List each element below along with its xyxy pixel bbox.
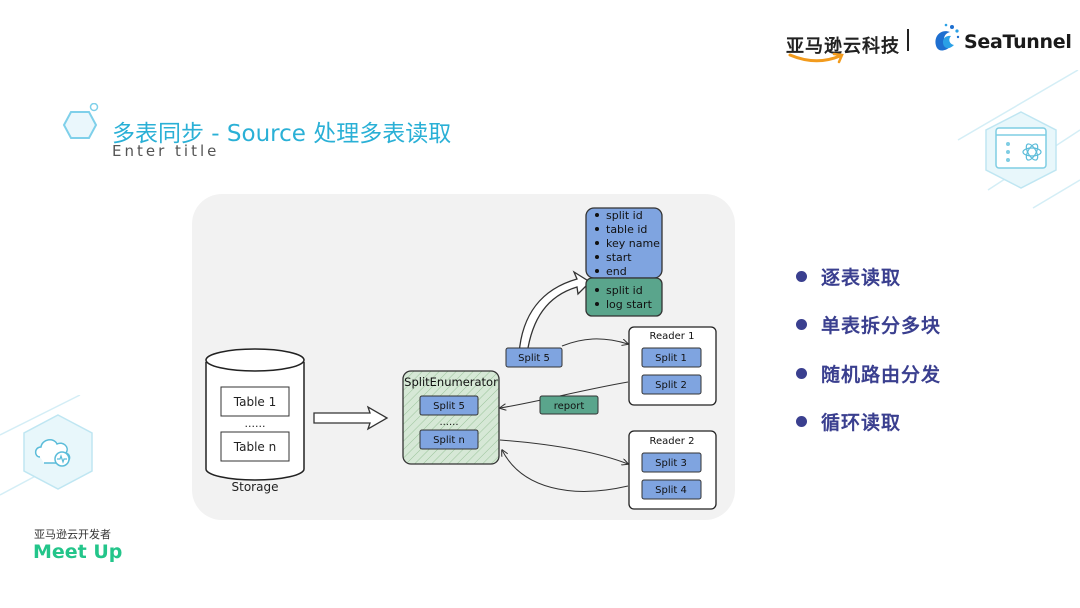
enumerator-split-n: Split n <box>433 435 465 446</box>
footer-meetup-logo: Meet Up <box>33 541 123 563</box>
aws-brand-name: 亚马逊云科技 <box>786 36 900 57</box>
enumerator-split-ellipsis: ...... <box>439 417 458 428</box>
reader-split-box <box>641 479 702 500</box>
reader-2-title: Reader 2 <box>650 436 695 447</box>
storage-table-ellipsis: ...... <box>245 417 266 430</box>
feature-bullet-list: 逐表读取 单表拆分多块 随机路由分发 循环读取 <box>796 252 941 446</box>
reader-split-box <box>641 374 702 395</box>
reader-split-box <box>641 347 702 368</box>
bullet-item: 逐表读取 <box>796 252 941 301</box>
reader-1-split-2: Split 2 <box>655 380 687 391</box>
split-info-green-box <box>585 277 663 317</box>
aws-smile-icon <box>788 52 844 64</box>
bullet-text: 逐表读取 <box>821 266 902 289</box>
page-title: 多表同步 - Source 处理多表读取 <box>112 121 452 147</box>
info-log-start: log start <box>606 298 653 311</box>
enumerator-split-5: Split 5 <box>433 401 465 412</box>
multi-table-source-diagram: Table 1 ...... Table n Storage SplitEnum… <box>205 207 717 510</box>
bullet-dot-icon <box>796 319 807 331</box>
bullet-text: 单表拆分多块 <box>821 315 942 338</box>
cloud-monitor-decoration-icon <box>0 395 93 496</box>
info-end: end <box>606 265 627 278</box>
info-split-id-green: split id <box>606 284 643 297</box>
hexagon-icon <box>62 103 99 139</box>
flow-arrow <box>313 405 389 431</box>
enumerator-split-box <box>419 429 479 450</box>
message-split-5: Split 5 <box>518 353 550 364</box>
bullet-dot-icon <box>796 416 807 428</box>
storage-table-1: Table 1 <box>233 395 276 409</box>
enumerator-split-box <box>419 395 479 416</box>
seatunnel-brand-name: SeaTunnel <box>964 31 1072 53</box>
info-split-id: split id <box>606 209 643 222</box>
bullet-item: 随机路由分发 <box>796 349 941 398</box>
flow-arrow-from-reader-2 <box>502 450 629 492</box>
bullet-text: 随机路由分发 <box>821 363 942 386</box>
reader-2-split-3: Split 3 <box>655 458 687 469</box>
reader-split-box <box>641 452 702 473</box>
footer-org-name: 亚马逊云开发者 <box>34 528 111 541</box>
info-key-name: key name <box>606 237 660 250</box>
flow-arrow-to-reader-2 <box>499 439 628 464</box>
bullet-dot-icon <box>796 367 807 379</box>
storage-table-box <box>220 386 290 417</box>
reader-1-split-1: Split 1 <box>655 353 687 364</box>
flow-arrow-to-reader-1 <box>561 338 628 347</box>
bullet-dot-icon <box>796 270 807 282</box>
info-start: start <box>606 251 632 264</box>
curved-flow-arrow <box>518 270 592 355</box>
page-subtitle: Enter title <box>112 142 220 160</box>
reader-1-title: Reader 1 <box>650 331 695 342</box>
react-window-decoration-icon <box>957 70 1080 209</box>
logo-divider <box>907 29 909 51</box>
info-table-id: table id <box>606 223 647 236</box>
report-box <box>539 395 599 415</box>
report-label: report <box>554 401 585 412</box>
seatunnel-logo-icon <box>935 23 960 51</box>
bullet-item: 单表拆分多块 <box>796 301 941 350</box>
storage-label: Storage <box>232 480 279 494</box>
storage-table-box <box>220 431 290 462</box>
storage-table-n: Table n <box>233 440 276 454</box>
message-split-box <box>505 347 563 368</box>
split-enumerator-title: SplitEnumerator <box>404 375 498 389</box>
reader-2-split-4: Split 4 <box>655 485 687 496</box>
bullet-item: 循环读取 <box>796 398 941 447</box>
bullet-text: 循环读取 <box>821 412 902 435</box>
